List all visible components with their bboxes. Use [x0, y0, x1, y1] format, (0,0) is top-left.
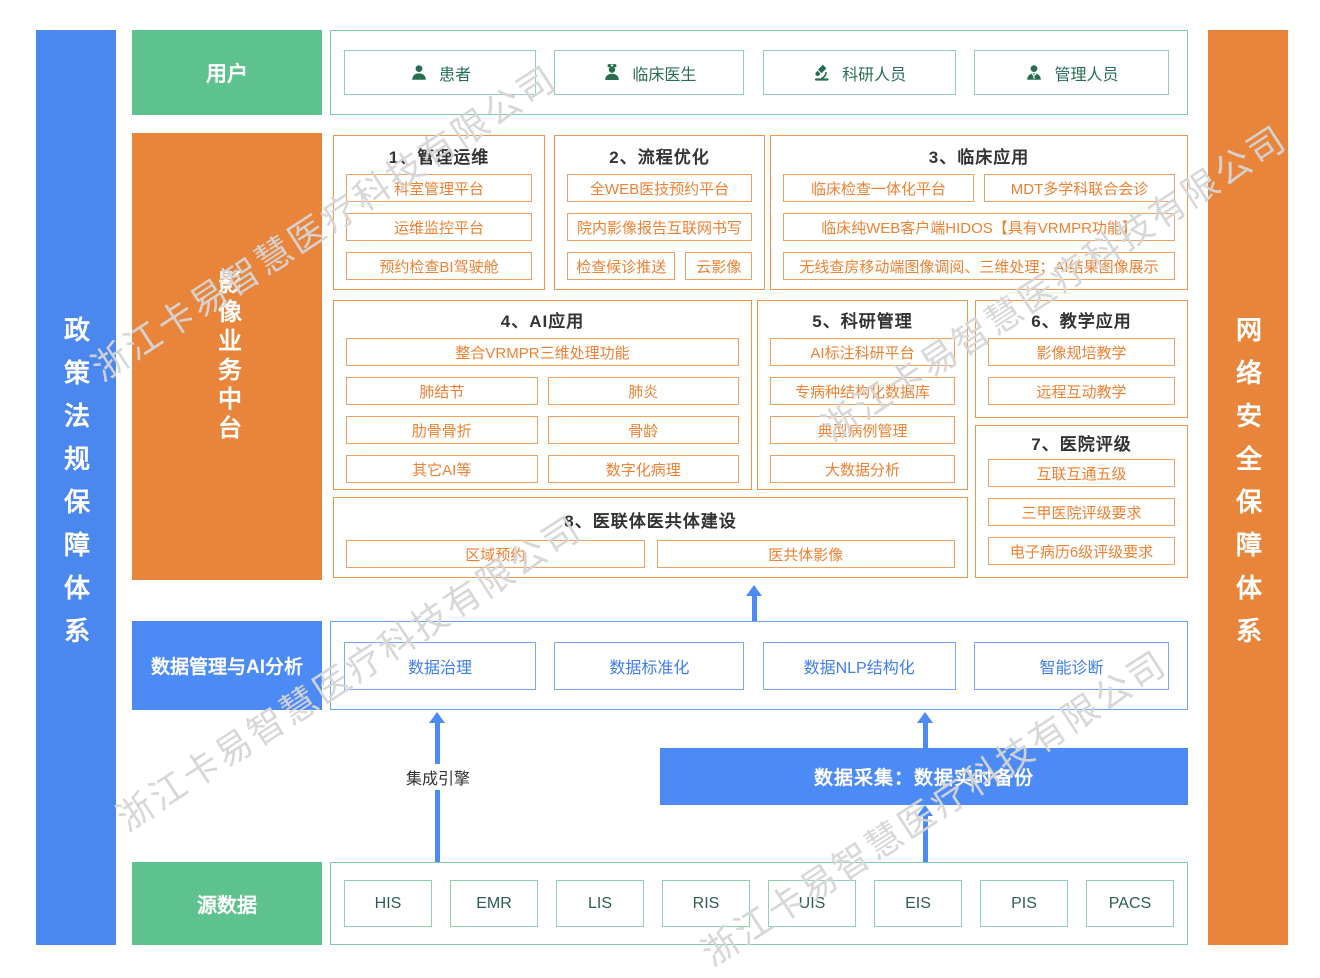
source-emr: EMR: [450, 880, 538, 927]
item-rib-fracture: 肋骨骨折: [346, 416, 538, 444]
policy-regulation-bar: 政策法规保障体系: [36, 30, 116, 945]
section-6-title: 6、教学应用: [1031, 312, 1132, 331]
item-other-ai: 其它AI等: [346, 455, 538, 483]
section-hospital-rating: 7、医院评级 互联互通五级 三甲医院评级要求 电子病历6级评级要求: [975, 425, 1188, 578]
section-research-management: 5、科研管理 AI标注科研平台 专病种结构化数据库 典型病例管理 大数据分析: [757, 300, 968, 490]
section-1-title: 1、管理运维: [388, 147, 490, 167]
item-typical-case-mgmt: 典型病例管理: [770, 416, 955, 444]
users-label: 用户: [206, 62, 248, 86]
source-data-label-block: 源数据: [132, 862, 322, 945]
item-mobile-ward-imaging: 无线查房移动端图像调阅、三维处理；AI结果图像展示: [783, 252, 1175, 280]
item-lung-nodule: 肺结节: [346, 377, 538, 405]
item-clinical-exam-platform: 临床检查一体化平台: [783, 174, 974, 202]
arrow-collection-to-datamgmt: [917, 712, 933, 748]
user-patient: 患者: [344, 50, 536, 95]
section-8-title: 8、医联体医共体建设: [564, 511, 737, 531]
item-regional-booking: 区域预约: [346, 540, 645, 568]
item-vrmpr-3d: 整合VRMPR三维处理功能: [346, 338, 739, 366]
item-imaging-training: 影像规培教学: [988, 338, 1175, 366]
section-teaching-application: 6、教学应用 影像规培教学 远程互动教学: [975, 300, 1188, 418]
user-manager-label: 管理人员: [1054, 66, 1119, 84]
item-digital-pathology: 数字化病理: [547, 455, 739, 483]
user-patient-label: 患者: [438, 66, 471, 84]
item-ops-monitor-platform: 运维监控平台: [346, 213, 532, 241]
data-collection-box: 数据采集：数据实时备份: [660, 748, 1188, 805]
section-4-title: 4、AI应用: [500, 312, 585, 331]
item-bone-age: 骨龄: [547, 416, 739, 444]
item-waiting-push: 检查候诊推送: [567, 252, 676, 280]
imaging-platform-label: 影像业务中台: [213, 269, 241, 444]
arrow-head-icon: [429, 712, 445, 723]
source-data-label: 源数据: [197, 895, 257, 917]
microscope-icon: [815, 64, 829, 81]
item-interconnect-level5: 互联互通五级: [988, 459, 1175, 487]
manager-icon: [1027, 64, 1042, 80]
item-emr-level6-rating: 电子病历6级评级要求: [988, 537, 1175, 565]
arrow-head-icon: [917, 712, 933, 723]
arrow-head-icon: [917, 805, 933, 816]
source-ris: RIS: [662, 880, 750, 927]
item-remote-teaching: 远程互动教学: [988, 377, 1175, 405]
policy-regulation-label: 政策法规保障体系: [60, 315, 91, 660]
item-cloud-imaging: 云影像: [685, 252, 752, 280]
user-clinician: 临床医生: [554, 50, 745, 95]
item-data-nlp-structuring: 数据NLP结构化: [762, 641, 956, 690]
user-researcher: 科研人员: [762, 50, 956, 95]
source-pacs: PACS: [1086, 880, 1174, 927]
data-collection-label: 数据采集：数据实时备份: [813, 768, 1034, 789]
item-dept-mgmt-platform: 科室管理平台: [346, 174, 532, 202]
patient-icon: [412, 64, 426, 80]
network-security-label: 网络安全保障体系: [1232, 315, 1263, 660]
source-pis: PIS: [980, 880, 1068, 927]
item-pneumonia: 肺炎: [547, 377, 739, 405]
section-management-ops: 1、管理运维 科室管理平台 运维监控平台 预约检查BI驾驶舱: [333, 135, 545, 290]
arrow-head-icon: [746, 585, 762, 596]
data-mgmt-label: 数据管理与AI分析: [150, 657, 303, 678]
arrow-integration-engine: [429, 712, 445, 862]
data-mgmt-label-block: 数据管理与AI分析: [132, 621, 322, 710]
item-web-booking-platform: 全WEB医技预约平台: [567, 174, 752, 202]
item-intelligent-diagnosis: 智能诊断: [973, 641, 1169, 690]
section-2-title: 2、流程优化: [609, 147, 710, 167]
network-security-bar: 网络安全保障体系: [1208, 30, 1288, 945]
item-mdt-consultation: MDT多学科联合会诊: [984, 174, 1175, 202]
item-ai-annotation-platform: AI标注科研平台: [770, 338, 955, 366]
item-internet-report-writing: 院内影像报告互联网书写: [567, 213, 752, 241]
item-big-data-analysis: 大数据分析: [770, 455, 955, 483]
source-uis: UIS: [768, 880, 856, 927]
item-3a-hospital-rating: 三甲医院评级要求: [988, 498, 1175, 526]
section-process-optimization: 2、流程优化 全WEB医技预约平台 院内影像报告互联网书写 检查候诊推送 云影像: [554, 135, 765, 290]
section-3-title: 3、临床应用: [928, 147, 1030, 167]
item-data-standardization: 数据标准化: [554, 641, 745, 690]
users-container: 患者 临床医生 科研人员: [330, 30, 1188, 115]
source-eis: EIS: [874, 880, 962, 927]
section-medical-alliance: 8、医联体医共体建设 区域预约 医共体影像: [333, 497, 968, 578]
arrow-datamgmt-to-platform: [746, 585, 762, 621]
item-data-governance: 数据治理: [344, 641, 536, 690]
item-alliance-imaging: 医共体影像: [656, 540, 955, 568]
section-ai-application: 4、AI应用 整合VRMPR三维处理功能 肺结节 肺炎 肋骨骨折 骨龄 其它AI…: [333, 300, 752, 490]
user-clinician-label: 临床医生: [632, 66, 697, 84]
user-researcher-label: 科研人员: [842, 66, 907, 84]
section-clinical-application: 3、临床应用 临床检查一体化平台 MDT多学科联合会诊 临床纯WEB客户端HID…: [770, 135, 1188, 290]
arrow-source-to-collection: [917, 805, 933, 862]
doctor-icon: [605, 63, 620, 80]
data-mgmt-container: 数据治理 数据标准化 数据NLP结构化 智能诊断: [330, 621, 1188, 710]
user-manager: 管理人员: [973, 50, 1169, 95]
section-7-title: 7、医院评级: [1031, 435, 1132, 454]
item-disease-structured-db: 专病种结构化数据库: [770, 377, 955, 405]
users-label-block: 用户: [132, 30, 322, 115]
source-data-container: HIS EMR LIS RIS UIS EIS PIS PACS: [330, 862, 1188, 945]
source-lis: LIS: [556, 880, 644, 927]
source-his: HIS: [344, 880, 432, 927]
item-web-client-hidos: 临床纯WEB客户端HIDOS【具有VRMPR功能】: [783, 213, 1175, 241]
imaging-platform-label-block: 影像业务中台: [132, 133, 322, 580]
integration-engine-label: 集成引擎: [403, 764, 473, 790]
section-5-title: 5、科研管理: [812, 312, 913, 331]
item-bi-cockpit: 预约检查BI驾驶舱: [346, 252, 532, 280]
